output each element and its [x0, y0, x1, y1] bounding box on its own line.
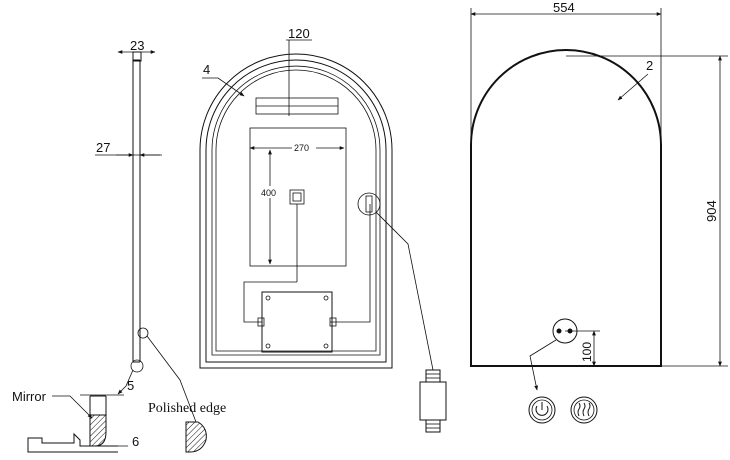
connector-leader	[375, 211, 434, 371]
mirror-leader	[52, 395, 93, 419]
driver-screw-tl	[265, 295, 271, 301]
bottom-bracket	[27, 432, 118, 447]
dim-6-label: 6	[132, 434, 139, 449]
leader-edge-detail	[146, 335, 197, 423]
sensor-square-outer	[289, 189, 305, 205]
outline-shape	[470, 49, 662, 367]
dim-2-label: 2	[646, 58, 653, 73]
driver-screw-tr	[323, 295, 329, 301]
dim-4-leader	[202, 77, 245, 97]
dim-120-label: 120	[288, 26, 310, 41]
outline-view: 554 904 2 100	[470, 0, 728, 424]
frame-inner-2	[215, 69, 377, 352]
dim-400-bg	[260, 186, 280, 198]
polished-edge-hatch	[185, 421, 207, 453]
frame-outer	[199, 53, 393, 369]
detail-glass-hatch	[89, 414, 107, 447]
dim-400-label: 400	[261, 188, 276, 198]
dim-27-label: 27	[96, 140, 110, 155]
dim-904-label: 904	[704, 200, 719, 222]
mirror-label: Mirror	[12, 389, 47, 404]
dim-270-bg	[292, 141, 316, 153]
dim-23-label: 23	[130, 38, 144, 53]
external-connector	[419, 369, 447, 433]
dim-5-label: 5	[127, 378, 134, 393]
driver-connector-right	[329, 317, 337, 327]
dim-2-leader	[617, 73, 649, 101]
dim-554-label: 554	[553, 0, 575, 15]
sensor-square-inner	[292, 192, 302, 202]
dim-270-label: 270	[294, 143, 309, 153]
switch-leader	[529, 339, 557, 391]
driver-connector-left	[257, 317, 265, 327]
wiring-left	[243, 281, 297, 323]
front-view: 4 120 270 400	[199, 26, 447, 433]
driver-box	[261, 291, 333, 353]
frame-middle	[205, 59, 387, 363]
inner-panel	[249, 127, 347, 267]
polished-edge-label: Polished edge	[148, 401, 226, 416]
connector-detail-circle	[357, 192, 381, 216]
driver-screw-br	[323, 343, 329, 349]
detail-circle-edge	[137, 327, 149, 339]
bottom-bracket-inner	[27, 446, 118, 453]
leader-bottom-detail	[117, 369, 134, 395]
side-view: 23 27 5 Mirror 6 Polished edge	[12, 38, 226, 453]
driver-screw-bl	[265, 343, 271, 349]
defog-heat-icon	[570, 396, 598, 424]
connector-detail-body	[365, 195, 373, 213]
switch-dot-left	[556, 328, 562, 334]
detail-circle-bottom	[130, 359, 144, 373]
frame-inner	[211, 65, 381, 356]
wiring-right	[330, 204, 371, 323]
dim-100-label: 100	[580, 342, 594, 362]
dim-4-label: 4	[203, 62, 210, 77]
power-touch-icon	[528, 396, 556, 424]
